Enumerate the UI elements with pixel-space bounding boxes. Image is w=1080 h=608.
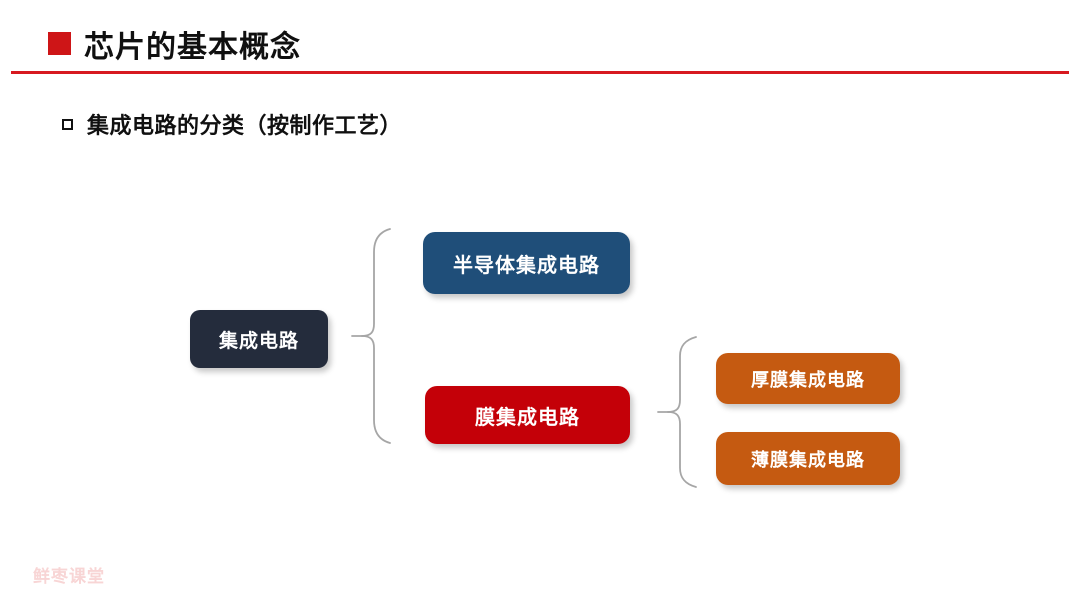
brace-right-icon	[657, 336, 697, 488]
diagram-node-film[interactable]: 膜集成电路	[425, 386, 630, 444]
footer-watermark: 鲜枣课堂	[33, 567, 105, 586]
diagram-node-semiconductor[interactable]: 半导体集成电路	[423, 232, 630, 294]
diagram-node-root[interactable]: 集成电路	[190, 310, 328, 368]
title-divider-rule	[11, 71, 1069, 74]
diagram-node-thick-film[interactable]: 厚膜集成电路	[716, 353, 900, 404]
subtitle-row: 集成电路的分类（按制作工艺）	[62, 108, 402, 140]
page-title: 芯片的基本概念	[84, 31, 301, 64]
subtitle-bullet-hollow-square-icon	[62, 118, 73, 130]
title-bullet-square-icon	[48, 32, 71, 55]
slide-header: 芯片的基本概念	[0, 0, 1080, 80]
brace-left-icon	[351, 228, 391, 444]
subtitle-text: 集成电路的分类（按制作工艺）	[87, 113, 403, 138]
diagram-node-thin-film[interactable]: 薄膜集成电路	[716, 432, 900, 485]
